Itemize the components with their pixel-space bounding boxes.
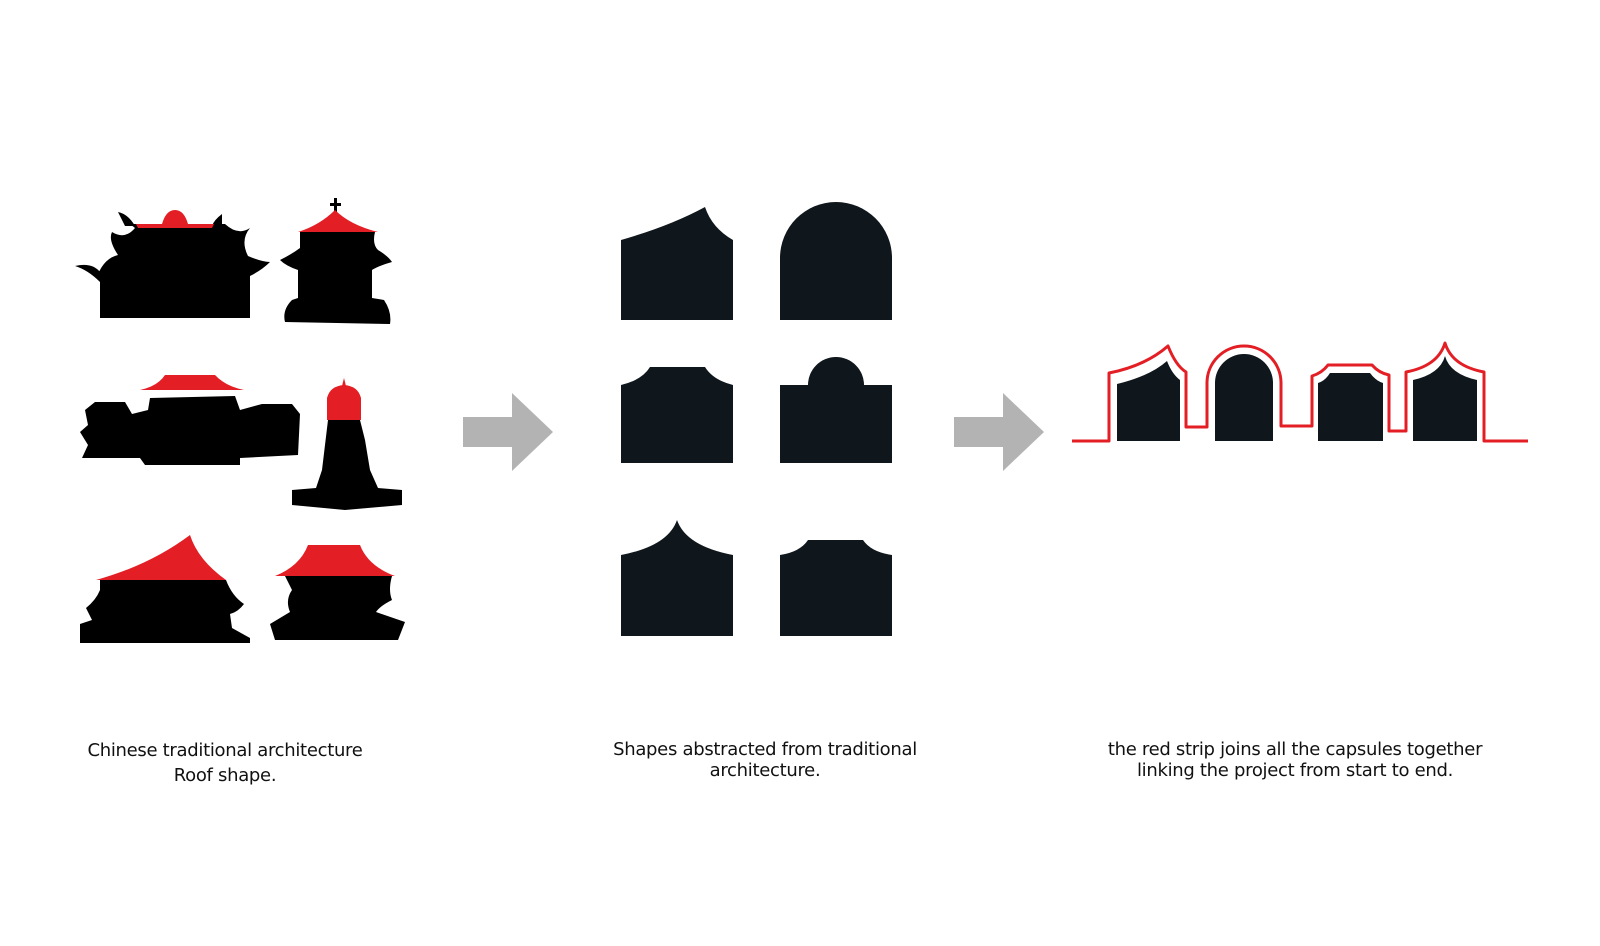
temple-complex (80, 396, 300, 465)
arrow-right-icon (954, 393, 1044, 471)
red-strip (1072, 341, 1528, 443)
shape-dome-top (780, 357, 892, 463)
shape-flat-top (780, 540, 892, 636)
pavilion-roof (298, 210, 378, 232)
shape-round-arch (780, 202, 892, 320)
caption-middle: Shapes abstracted from traditional archi… (565, 739, 965, 781)
capsules (1117, 354, 1477, 441)
temple-hall-3 (270, 576, 405, 640)
capsule-1 (1117, 361, 1180, 441)
caption-left-line-2: Roof shape. (173, 765, 277, 786)
temple-hall-2-roof (96, 535, 226, 580)
capsule-2 (1215, 354, 1273, 441)
arrow-right-icon (463, 393, 553, 471)
caption-left-line-1: Chinese traditional architecture (87, 740, 363, 761)
caption-left: Chinese traditional architecture Roof sh… (45, 739, 405, 787)
capsule-4 (1413, 356, 1477, 441)
caption-right: the red strip joins all the capsules tog… (1065, 739, 1525, 781)
pavilion (280, 198, 392, 324)
temple-hall-1 (75, 212, 270, 318)
caption-right-line-1: the red strip joins all the capsules tog… (1107, 739, 1483, 760)
temple-hall-3-roof (275, 545, 395, 576)
shape-curved-peak-right (621, 207, 733, 320)
caption-middle-line-2: architecture. (709, 760, 821, 781)
pagoda-tower (292, 420, 402, 510)
temple-hall-2 (80, 580, 250, 643)
pagoda-tower-roof (327, 378, 361, 420)
temple-complex-roof (140, 375, 244, 390)
capsule-3 (1318, 373, 1383, 441)
shape-center-peak (621, 520, 733, 636)
abstract-shapes (621, 202, 892, 636)
caption-right-line-2: linking the project from start to end. (1136, 760, 1454, 781)
shape-flat-eaves (621, 367, 733, 463)
caption-middle-line-1: Shapes abstracted from traditional (613, 739, 917, 760)
architecture-silhouettes (75, 198, 405, 643)
temple-hall-1-roof (136, 210, 214, 228)
